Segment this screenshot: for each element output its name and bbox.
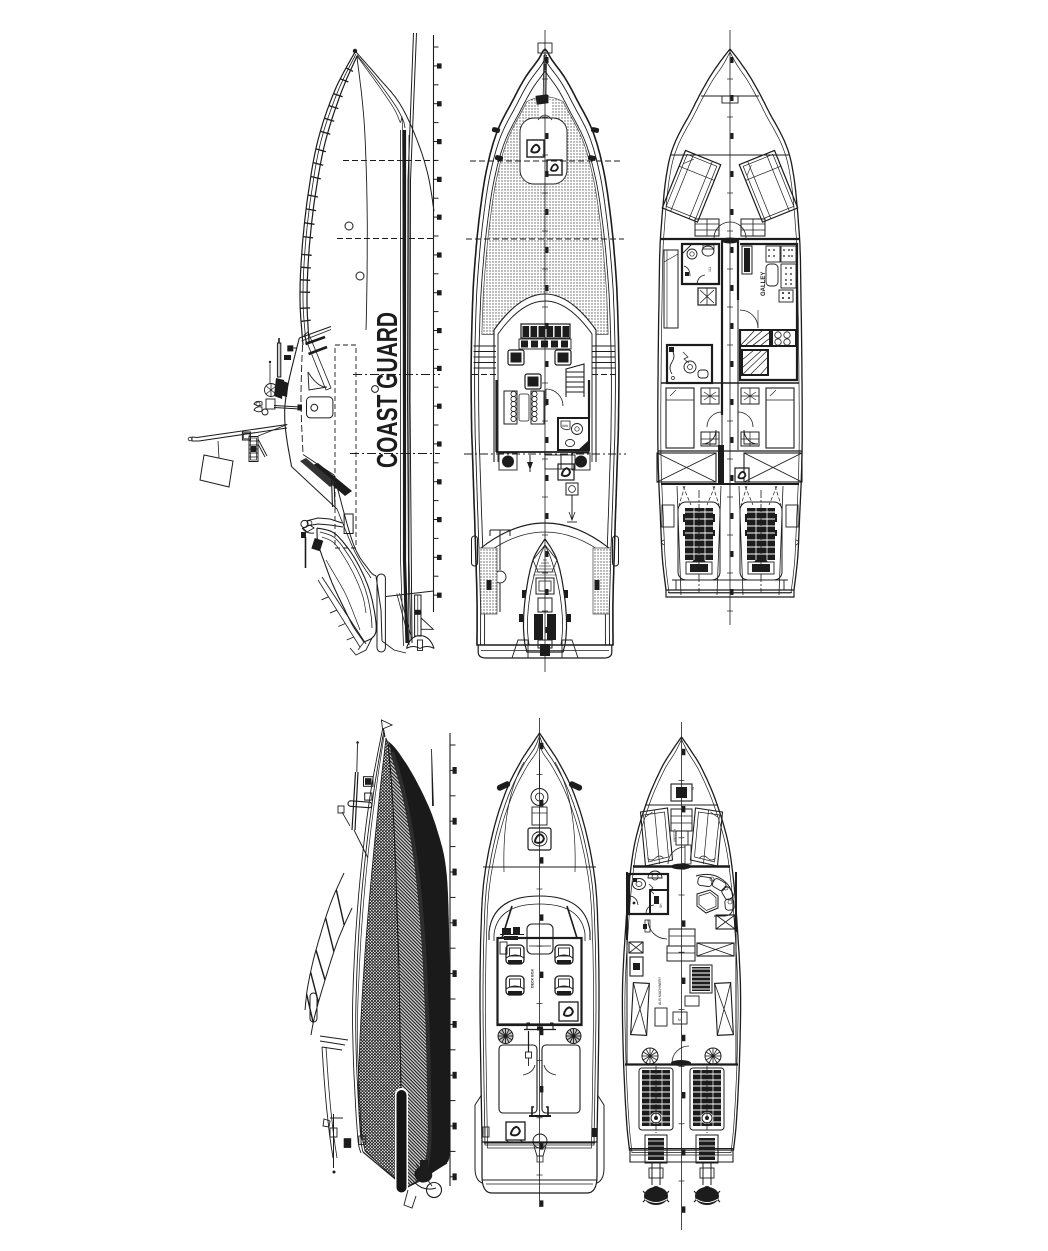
svg-text:W: W bbox=[691, 786, 695, 790]
svg-text:SH: SH bbox=[659, 903, 663, 908]
svg-text:111: 111 bbox=[708, 267, 712, 272]
svg-text:M: M bbox=[678, 1018, 681, 1022]
svg-text:AUX MACHINERY: AUX MACHINERY bbox=[658, 976, 662, 1005]
svg-text:DECK BOX: DECK BOX bbox=[531, 968, 535, 988]
svg-text:COAST GUARD: COAST GUARD bbox=[372, 312, 404, 468]
svg-text:###: ### bbox=[562, 424, 568, 428]
svg-text:VBERTH: VBERTH bbox=[673, 828, 677, 842]
svg-text:GALLEY: GALLEY bbox=[761, 272, 767, 296]
